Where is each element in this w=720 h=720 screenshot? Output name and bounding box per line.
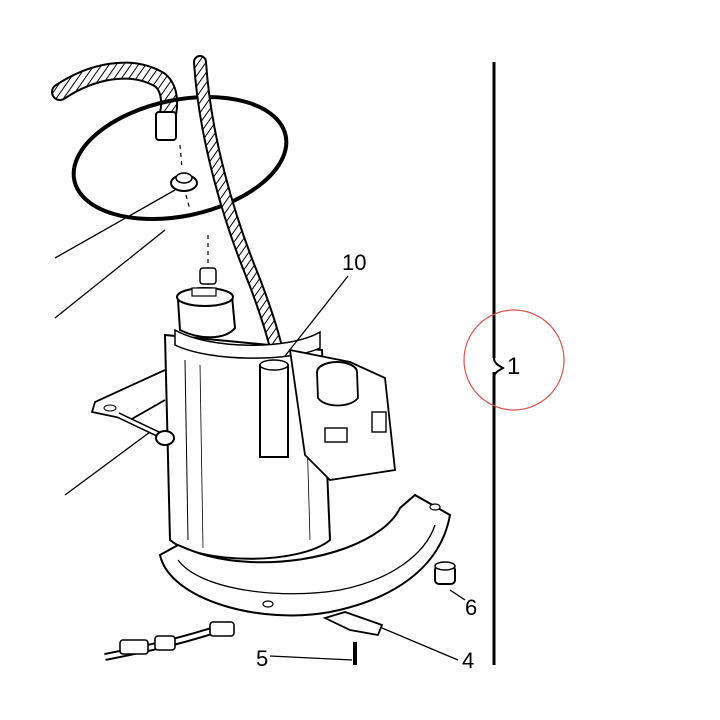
callout-10: 10 [342,250,366,275]
mounting-flange [158,493,452,617]
sealing-ring [71,94,289,222]
pump-connector [176,287,237,339]
corrugated-cable [193,55,285,362]
clamp-part-4 [322,611,384,637]
pressure-regulator [288,348,396,481]
callout-1: 1 [507,353,520,380]
wire-harness [104,621,235,661]
highlight-circle [463,309,565,411]
callout-6: 6 [465,595,477,620]
top-nipple [199,267,217,285]
screw-part-5 [269,642,357,665]
bolt [116,412,175,446]
hose-clip [170,172,198,192]
return-tube [259,359,289,458]
corrugated-hose-left [51,61,179,141]
callout-5: 5 [256,646,268,671]
callout-4: 4 [462,648,474,673]
group-bracket [492,62,505,665]
nut-part-6 [434,561,456,585]
